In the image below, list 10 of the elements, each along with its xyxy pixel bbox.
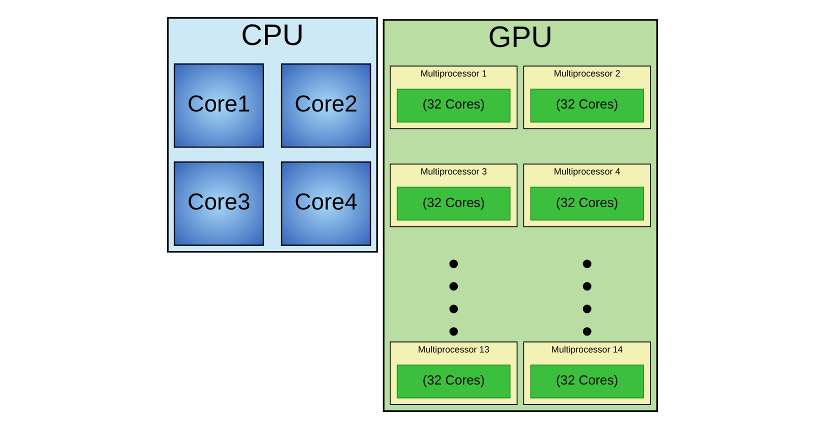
node-box: (32 Cores) bbox=[530, 364, 644, 398]
node-box: Core4 bbox=[280, 161, 372, 246]
node-box: Core3 bbox=[174, 161, 264, 246]
node-box: (32 Cores) bbox=[396, 364, 511, 398]
node-box: (32 Cores) bbox=[530, 88, 644, 122]
node-box: (32 Cores) bbox=[396, 88, 511, 122]
node-box: Core2 bbox=[280, 63, 372, 148]
node-box: Core1 bbox=[174, 63, 264, 148]
node-box: (32 Cores) bbox=[396, 186, 511, 220]
node-box: (32 Cores) bbox=[530, 186, 644, 220]
